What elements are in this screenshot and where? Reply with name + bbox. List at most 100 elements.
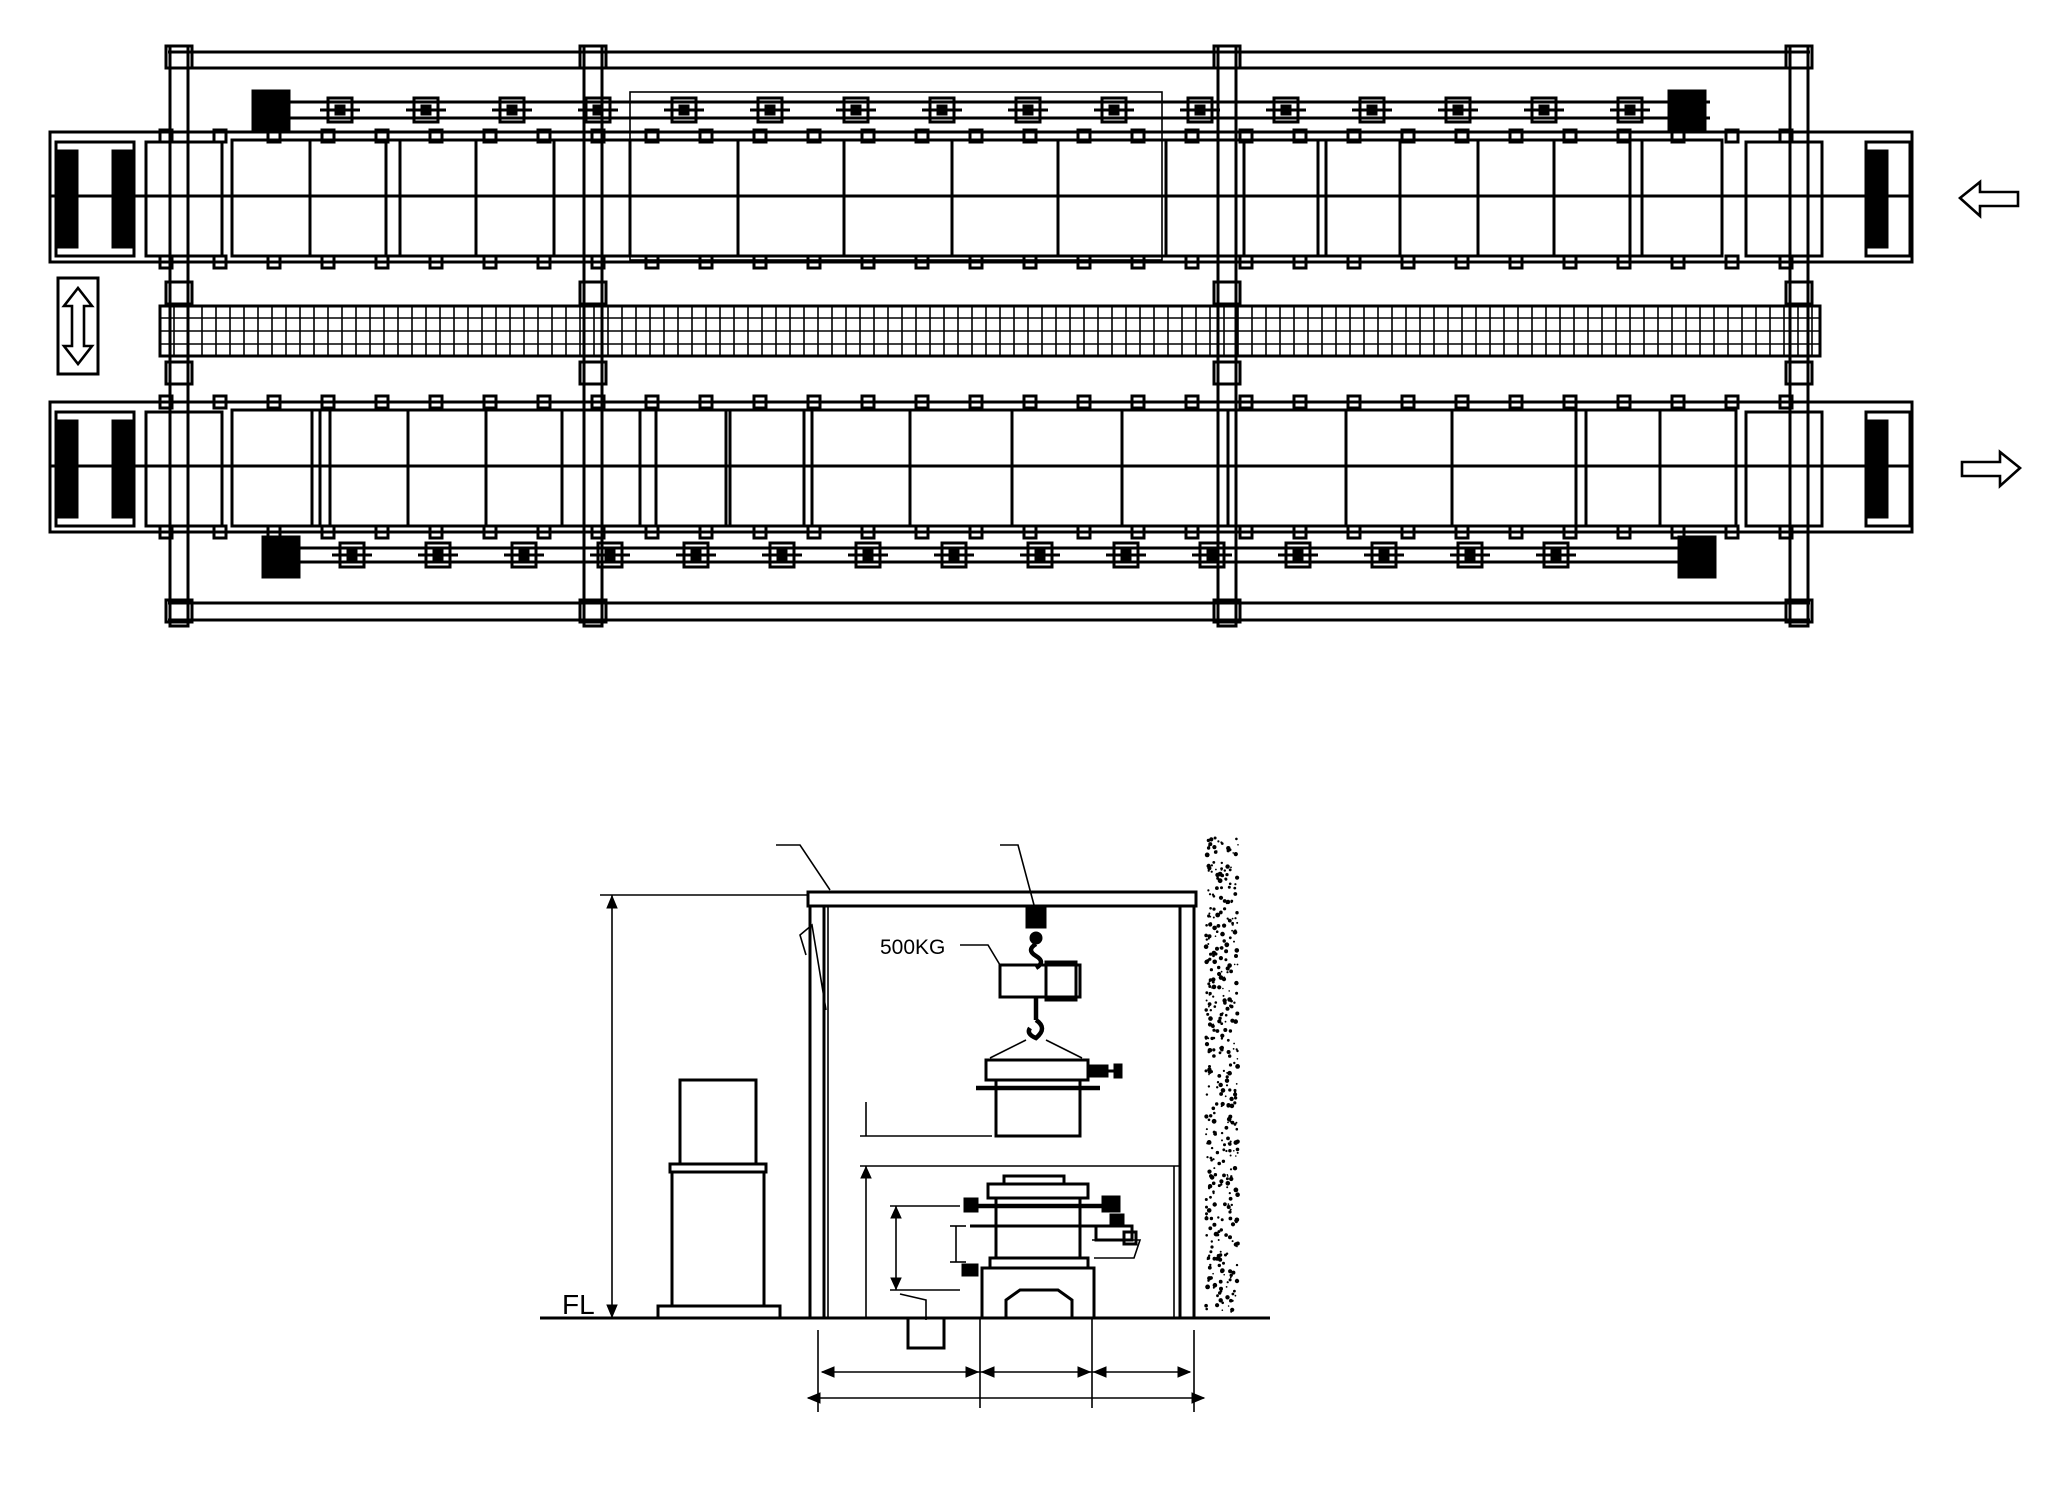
hatch-dot xyxy=(1212,845,1217,850)
drive-motor xyxy=(1677,535,1717,579)
bracket-bolt xyxy=(1184,254,1200,270)
hatch-dot xyxy=(1205,1205,1208,1209)
plan-view xyxy=(48,44,2023,628)
hatch-dot xyxy=(1236,963,1239,966)
hatch-dot xyxy=(1204,1216,1209,1221)
hatch-dot xyxy=(1233,1123,1237,1126)
hatch-dot xyxy=(1229,1120,1232,1123)
hatch-dot xyxy=(1204,1042,1210,1047)
bracket-bolt xyxy=(1724,128,1740,144)
hatch-dot xyxy=(1229,1154,1232,1157)
hatch-dot xyxy=(1222,923,1227,928)
hatch-dot xyxy=(1206,1208,1212,1213)
hatch-dot xyxy=(1234,883,1237,886)
hatch-dot xyxy=(1217,878,1223,884)
hatch-dot xyxy=(1231,917,1234,920)
bracket-bolt xyxy=(1670,524,1686,540)
bracket-bolt xyxy=(1670,394,1686,410)
hatch-dot xyxy=(1205,1307,1208,1311)
motor-block xyxy=(1865,419,1889,519)
hatch-dot xyxy=(1210,1240,1214,1243)
bracket-bolt xyxy=(212,394,228,410)
hatch-dot xyxy=(1229,1208,1232,1211)
hatch-dot xyxy=(1233,1140,1239,1145)
bracket-bolt xyxy=(1778,394,1794,410)
hatch-dot xyxy=(1205,1133,1208,1136)
bracket-bolt xyxy=(320,128,336,144)
hatch-dot xyxy=(1233,940,1235,943)
hatch-dot xyxy=(1204,1303,1208,1308)
hatch-dot xyxy=(1215,1150,1220,1155)
hatch-dot xyxy=(1205,1234,1208,1237)
bracket-bolt xyxy=(482,394,498,410)
hatch-dot xyxy=(1233,1242,1239,1247)
bracket-bolt xyxy=(428,524,444,540)
bracket-bolt xyxy=(1184,128,1200,144)
hatch-dot xyxy=(1224,877,1228,881)
hatch-dot xyxy=(1234,948,1240,953)
hatch-dot xyxy=(1233,1092,1238,1097)
bracket-bolt xyxy=(752,524,768,540)
hatch-dot xyxy=(1220,868,1223,871)
hatch-dot xyxy=(1234,929,1237,932)
hatch-dot xyxy=(1211,1118,1217,1124)
bracket-bolt xyxy=(806,254,822,270)
hatch-dot xyxy=(1212,916,1215,919)
hatch-dot xyxy=(1226,917,1229,920)
bracket-bolt xyxy=(1508,128,1524,144)
tank-cell xyxy=(950,138,1060,258)
bracket-bolt xyxy=(1616,254,1632,270)
hatch-dot xyxy=(1207,943,1210,945)
hatch-dot xyxy=(1209,1250,1213,1254)
hatch-dot xyxy=(1225,966,1230,971)
hatch-dot xyxy=(1223,869,1227,872)
hatch-dot xyxy=(1224,1078,1230,1083)
hatch-dot xyxy=(1208,1226,1213,1231)
hatch-dot xyxy=(1208,893,1212,896)
bracket-bolt xyxy=(1724,524,1740,540)
hatch-dot xyxy=(1209,907,1212,910)
hatch-dot xyxy=(1203,944,1209,949)
hatch-dot xyxy=(1220,977,1223,980)
hatch-dot xyxy=(1235,1121,1238,1124)
hatch-dot xyxy=(1225,899,1231,905)
hatch-dot xyxy=(1235,875,1240,880)
bracket-bolt xyxy=(806,128,822,144)
bracket-bolt xyxy=(1400,394,1416,410)
hatch-dot xyxy=(1209,922,1212,925)
hatch-dot xyxy=(1234,980,1239,986)
hatch-dot xyxy=(1222,998,1227,1003)
top-tank-cells xyxy=(230,138,1724,258)
bracket-bolt xyxy=(1670,254,1686,270)
hatch-dot xyxy=(1220,1268,1225,1273)
bracket-bolt xyxy=(590,394,606,410)
hatch-dot xyxy=(1209,1195,1212,1199)
bracket-bolt xyxy=(698,394,714,410)
hatch-dot xyxy=(1205,1128,1208,1131)
bracket-bolt xyxy=(1616,524,1632,540)
hatch-dot xyxy=(1229,1276,1232,1279)
hatch-dot xyxy=(1217,1263,1222,1268)
bracket-bolt xyxy=(1292,524,1308,540)
hatch-dot xyxy=(1219,1047,1223,1051)
hatch-dot xyxy=(1212,1256,1217,1261)
electric-hoist: 500KG xyxy=(880,905,1082,1041)
tank-cell xyxy=(552,138,632,258)
bracket-bolt xyxy=(266,254,282,270)
hatch-dot xyxy=(1204,1069,1208,1073)
bracket-bolt xyxy=(482,254,498,270)
bottom-chain-track xyxy=(261,535,1717,579)
tank-cell xyxy=(1056,138,1168,258)
tank-cell xyxy=(1450,408,1578,528)
tank-cell xyxy=(1552,138,1632,258)
hatch-dot xyxy=(1229,1103,1235,1109)
bracket-bolt xyxy=(1238,128,1254,144)
hatch-dot xyxy=(1227,1142,1231,1145)
hatch-dot xyxy=(1208,1016,1213,1021)
processing-tank xyxy=(961,1174,1142,1320)
hatch-dot xyxy=(1227,1203,1230,1205)
hatch-dot xyxy=(1205,1093,1209,1096)
hatch-dot xyxy=(1216,1294,1219,1298)
tank-cell xyxy=(1584,408,1662,528)
